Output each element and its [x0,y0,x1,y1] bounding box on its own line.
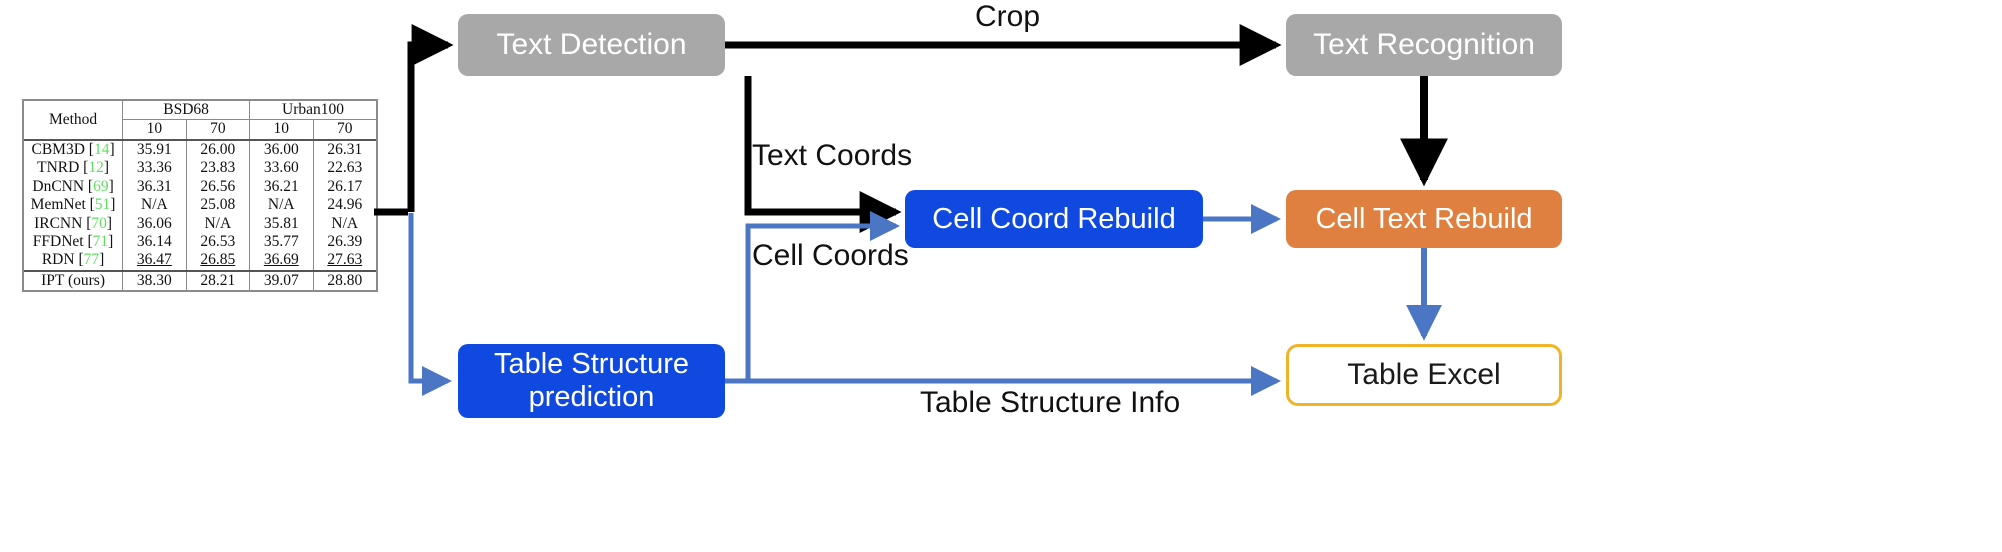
table-cell-method: IPT (ours) [41,271,105,289]
table-cell-method: DnCNN [69] [32,177,114,195]
node-text-detection[interactable]: Text Detection [458,14,725,76]
header-bsd68-70: 70 [185,119,250,140]
table-cell-value: 28.21 [185,270,250,291]
table-cell-value: 36.00 [249,139,313,160]
edge-label-crop: Crop [975,0,1041,33]
node-table-structure-prediction-label: Table Structure prediction [493,347,690,413]
table-cell-value: 26.00 [185,139,250,160]
node-table-excel-label: Table Excel [1347,358,1501,391]
table-cell-value: N/A [185,214,250,233]
table-cell-method: TNRD [12] [37,159,110,177]
node-cell-text-rebuild-label: Cell Text Rebuild [1315,202,1533,235]
table-cell-value: 26.56 [185,177,250,197]
node-table-excel[interactable]: Table Excel [1286,344,1562,406]
node-cell-coord-rebuild[interactable]: Cell Coord Rebuild [905,190,1203,248]
table-cell-method: RDN [77] [41,251,105,269]
node-text-detection-label: Text Detection [496,28,687,61]
table-cell-method: CBM3D [14] [31,140,115,158]
table-cell-value: 36.14 [122,232,187,252]
table-cell-value: 38.30 [122,270,187,291]
table-cell-value: 26.85 [185,251,250,271]
table-cell-method: FFDNet [71] [32,232,114,250]
source-table-image: Method BSD68 Urban100 10 70 10 70 CBM3D … [22,99,378,293]
table-header-sub-row: 10 70 10 70 [24,119,376,140]
header-group-urban100: Urban100 [249,101,376,121]
node-cell-coord-rebuild-label: Cell Coord Rebuild [932,202,1176,235]
table-cell-value: 35.91 [122,139,187,160]
table-cell-reference: 69 [93,177,109,195]
table-cell-value: N/A [249,196,313,215]
table-cell-value: 26.17 [312,177,376,197]
table-cell-value: 28.80 [312,270,376,291]
table-cell-value: 36.06 [122,214,187,233]
source-table: Method BSD68 Urban100 10 70 10 70 CBM3D … [24,101,376,291]
table-cell-reference: 51 [94,196,111,214]
table-cell-value: 25.08 [185,196,250,215]
wire-to-table-structure [408,213,453,396]
node-cell-text-rebuild[interactable]: Cell Text Rebuild [1286,190,1562,248]
table-cell-reference: 12 [88,159,104,177]
table-cell-value: 36.69 [249,251,313,271]
edge-label-table-structure-info: Table Structure Info [920,386,1181,419]
header-urban100-70: 70 [312,119,376,140]
table-cell-value: 26.39 [312,232,376,252]
edge-label-cell-coords: Cell Coords [752,239,909,272]
wire-to-text-detection [407,24,454,212]
table-cell-value: 36.47 [122,251,187,271]
node-text-recognition[interactable]: Text Recognition [1286,14,1562,76]
table-cell-method: IRCNN [70] [34,214,113,232]
table-cell-value: N/A [312,214,376,233]
node-text-recognition-label: Text Recognition [1313,28,1535,61]
table-cell-value: 26.53 [185,232,250,252]
table-cell-value: 23.83 [185,159,250,178]
header-bsd68-10: 10 [122,119,187,140]
table-cell-value: 26.31 [312,139,376,160]
table-cell-value: 27.63 [312,251,376,271]
header-urban100-10: 10 [249,119,313,140]
table-cell-value: 22.63 [312,159,376,178]
table-cell-value: 24.96 [312,196,376,215]
table-cell-value: 39.07 [249,270,313,291]
table-header-group-row: Method BSD68 Urban100 [24,101,376,127]
header-group-bsd68: BSD68 [122,101,250,121]
table-cell-value: 36.31 [122,177,187,197]
table-cell-value: 35.81 [249,214,313,233]
table-cell-value: 35.77 [249,232,313,252]
table-cell-reference: 70 [91,214,107,232]
table-cell-reference: 14 [93,140,110,158]
table-cell-value: 36.21 [249,177,313,197]
header-method: Method [48,110,98,128]
table-cell-value: N/A [122,196,187,215]
table-cell-value: 33.36 [122,159,187,178]
table-cell-method: MemNet [51] [30,196,116,214]
table-cell-reference: 77 [83,251,100,269]
edge-label-text-coords: Text Coords [752,139,913,172]
node-table-structure-prediction[interactable]: Table Structure prediction [458,344,725,418]
table-cell-reference: 71 [92,232,109,250]
table-cell-value: 33.60 [249,159,313,178]
